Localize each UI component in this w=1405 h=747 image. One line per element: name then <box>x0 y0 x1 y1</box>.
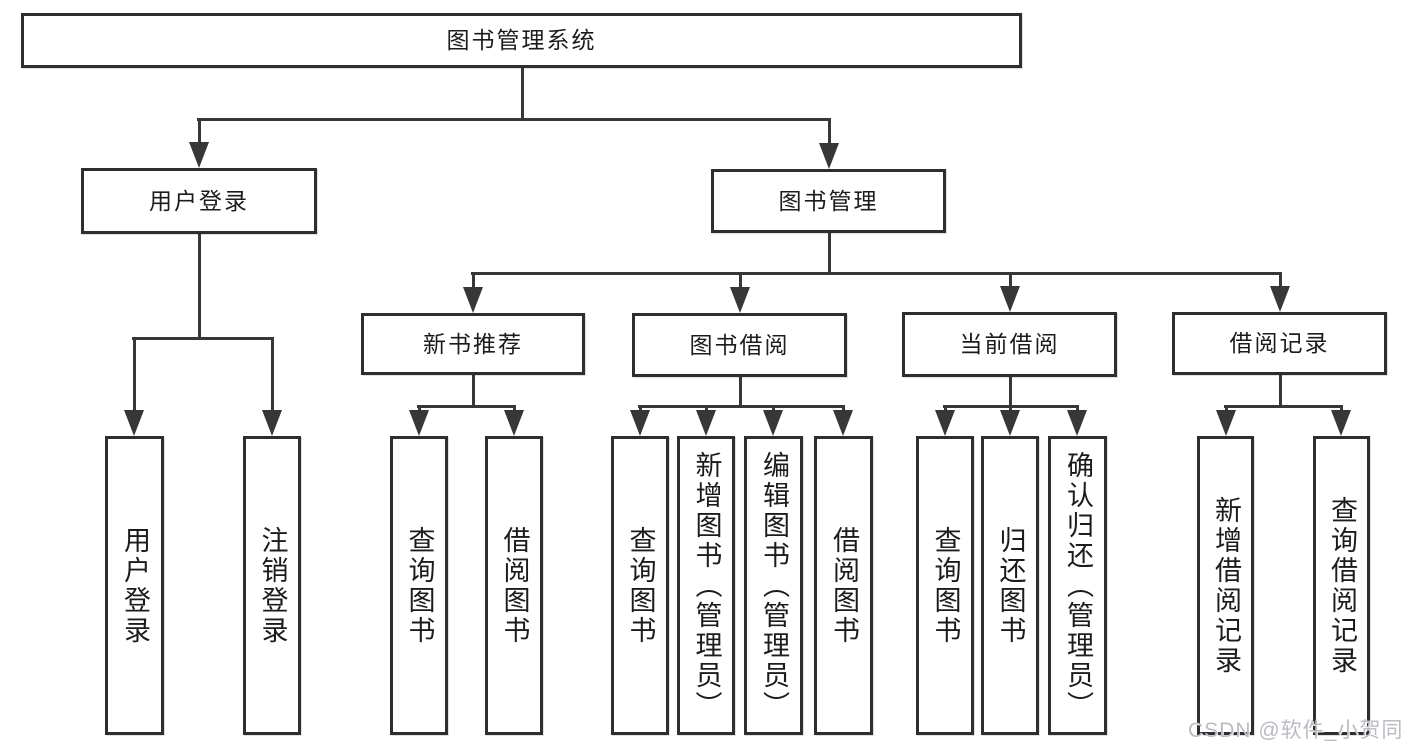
node-leaf-logout: 注销登录 <box>243 436 301 735</box>
connector-line <box>197 118 831 121</box>
node-edit-books-admin: 编辑图书（管理员） <box>744 436 803 735</box>
node-query-borrow-record: 查询借阅记录 <box>1313 436 1370 735</box>
arrowhead-down-icon <box>696 410 716 436</box>
node-new-book-recommend: 新书推荐 <box>361 313 585 375</box>
connector-line <box>1076 405 1079 413</box>
node-current-borrowing: 当前借阅 <box>902 312 1117 377</box>
connector-line <box>1224 405 1343 408</box>
arrowhead-down-icon <box>1067 410 1087 436</box>
node-add-books-admin-label: 新增图书（管理员） <box>691 450 722 721</box>
node-return-books-label: 归还图书 <box>995 525 1026 646</box>
connector-line <box>472 272 475 290</box>
arrowhead-down-icon <box>1000 286 1020 312</box>
node-return-books: 归还图书 <box>981 436 1039 735</box>
connector-line <box>1340 405 1343 413</box>
node-user-login-label: 用户登录 <box>149 187 249 214</box>
node-query-books-b: 查询图书 <box>611 436 669 735</box>
node-confirm-return-admin: 确认归还（管理员） <box>1048 436 1107 735</box>
connector-line <box>471 272 1282 275</box>
connector-line <box>842 405 845 413</box>
node-confirm-return-admin-label: 确认归还（管理员） <box>1063 450 1093 721</box>
arrowhead-down-icon <box>935 410 955 436</box>
node-add-books-admin: 新增图书（管理员） <box>677 436 735 735</box>
connector-line <box>271 337 274 413</box>
connector-line <box>739 272 742 290</box>
node-leaf-logout-label: 注销登录 <box>257 525 288 646</box>
connector-line <box>132 337 274 340</box>
connector-line <box>944 405 947 413</box>
node-query-books-c: 查询图书 <box>916 436 974 735</box>
connector-line <box>1279 272 1282 289</box>
connector-line <box>828 231 831 275</box>
connector-line <box>772 405 775 413</box>
node-leaf-user-login-label: 用户登录 <box>120 525 150 646</box>
connector-line <box>418 405 421 413</box>
arrowhead-down-icon <box>189 142 209 168</box>
connector-line <box>1009 405 1012 413</box>
node-borrow-books-b: 借阅图书 <box>814 436 873 735</box>
node-query-books-c-label: 查询图书 <box>930 525 961 646</box>
node-root-label: 图书管理系统 <box>446 27 597 53</box>
connector-line <box>472 373 475 408</box>
node-add-borrow-record-label: 新增借阅记录 <box>1211 495 1241 676</box>
connector-line <box>198 232 201 340</box>
connector-line <box>1009 272 1012 289</box>
arrowhead-down-icon <box>1216 410 1236 436</box>
arrowhead-down-icon <box>1270 286 1290 312</box>
node-query-books-b-label: 查询图书 <box>625 525 656 646</box>
arrowhead-down-icon <box>124 410 144 436</box>
connector-line <box>133 337 136 413</box>
connector-line <box>705 405 708 413</box>
arrowhead-down-icon <box>504 410 524 436</box>
arrowhead-down-icon <box>409 410 429 436</box>
arrowhead-down-icon <box>1331 410 1351 436</box>
node-current-borrowing-label: 当前借阅 <box>959 331 1060 357</box>
arrowhead-down-icon <box>730 287 750 313</box>
node-book-management: 图书管理 <box>711 169 946 233</box>
node-borrowing-records-label: 借阅记录 <box>1229 330 1330 356</box>
connector-line <box>513 405 516 413</box>
connector-line <box>828 119 831 146</box>
node-borrow-books-b-label: 借阅图书 <box>829 525 859 646</box>
connector-line <box>639 405 642 413</box>
node-borrow-books-a: 借阅图书 <box>485 436 543 735</box>
arrowhead-down-icon <box>819 143 839 169</box>
connector-line <box>638 405 845 408</box>
node-leaf-user-login: 用户登录 <box>105 436 164 735</box>
connector-line <box>943 405 1079 408</box>
node-query-books-a: 查询图书 <box>390 436 448 735</box>
node-add-borrow-record: 新增借阅记录 <box>1197 436 1254 735</box>
connector-line <box>521 67 524 121</box>
node-borrowing-records: 借阅记录 <box>1172 312 1387 375</box>
node-new-book-recommend-label: 新书推荐 <box>423 330 523 357</box>
node-query-books-a-label: 查询图书 <box>404 525 435 646</box>
connector-line <box>198 119 201 145</box>
connector-line <box>417 405 516 408</box>
arrowhead-down-icon <box>833 410 853 436</box>
node-user-login: 用户登录 <box>81 168 317 234</box>
node-borrow-books-a-label: 借阅图书 <box>499 525 530 646</box>
arrowhead-down-icon <box>763 410 783 436</box>
connector-line <box>739 375 742 408</box>
csdn-watermark: CSDN @软件_小贺同学 <box>1188 719 1405 742</box>
node-book-borrowing: 图书借阅 <box>632 313 847 377</box>
node-root: 图书管理系统 <box>21 13 1022 68</box>
connector-line <box>1009 375 1012 408</box>
connector-line <box>1279 373 1282 408</box>
node-book-borrowing-label: 图书借阅 <box>689 331 790 358</box>
node-book-management-label: 图书管理 <box>778 187 879 214</box>
node-edit-books-admin-label: 编辑图书（管理员） <box>759 450 789 721</box>
node-query-borrow-record-label: 查询借阅记录 <box>1327 495 1357 676</box>
arrowhead-down-icon <box>262 410 282 436</box>
connector-line <box>1225 405 1228 413</box>
arrowhead-down-icon <box>1000 410 1020 436</box>
arrowhead-down-icon <box>630 410 650 436</box>
arrowhead-down-icon <box>463 287 483 313</box>
